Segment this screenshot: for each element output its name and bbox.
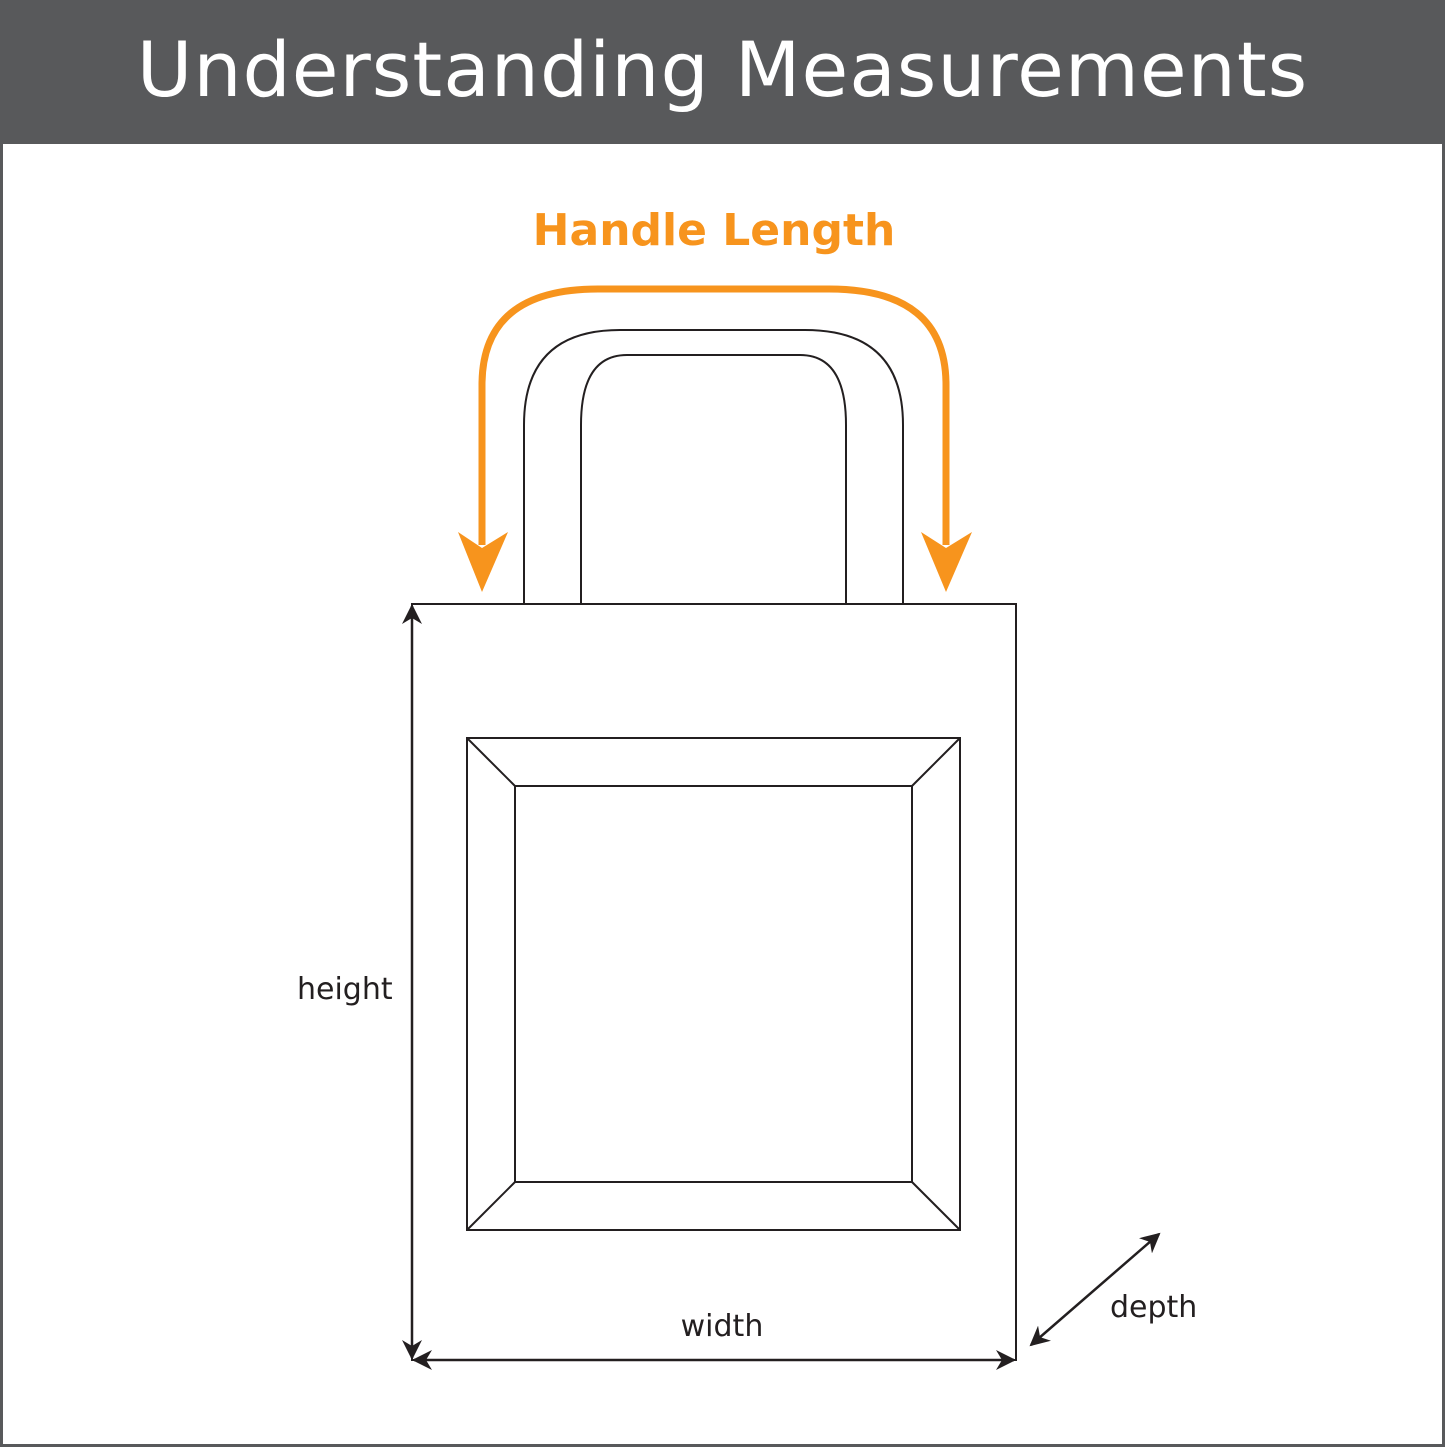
- depth-arrow: [1029, 1232, 1161, 1347]
- handle-arrowhead-right-icon: [921, 532, 972, 592]
- bag-body: [411, 603, 1017, 1361]
- width-label: width: [681, 1309, 764, 1344]
- handle-length-arc: [478, 285, 950, 545]
- header-bar: Understanding Measurements: [0, 0, 1445, 144]
- depth-label: depth: [1110, 1290, 1197, 1325]
- height-label: height: [297, 972, 393, 1007]
- diagram-area: [3, 144, 1442, 1444]
- handle-inner: [580, 354, 847, 604]
- handle-length-label: Handle Length: [533, 205, 896, 256]
- pocket-bevel-lines: [466, 737, 961, 1231]
- page-title: Understanding Measurements: [136, 24, 1309, 114]
- pocket-frame-outer: [466, 737, 961, 1231]
- handle-outer: [523, 329, 904, 604]
- handle-arrowhead-left-icon: [458, 532, 508, 592]
- pocket-frame-inner: [514, 785, 913, 1183]
